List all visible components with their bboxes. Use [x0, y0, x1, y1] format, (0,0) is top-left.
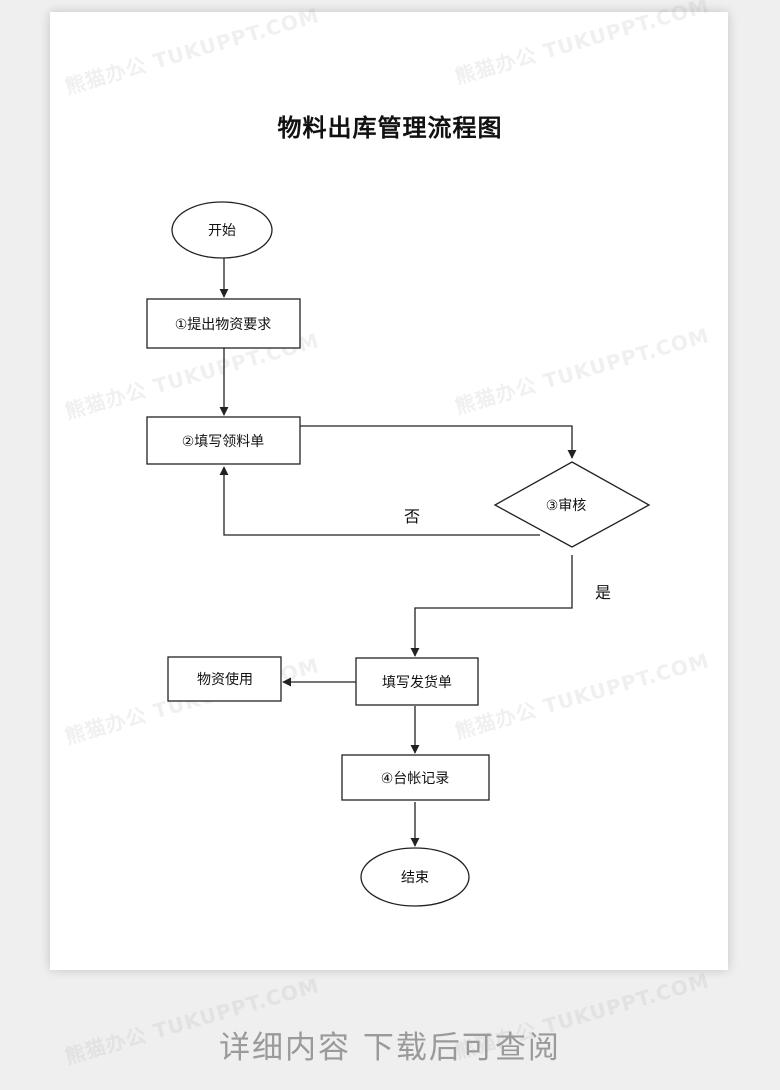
node-end-label: 结束: [401, 870, 429, 886]
node-start: [171, 201, 273, 259]
edge-review-no: [219, 466, 540, 536]
edge-review-yes: [410, 555, 573, 657]
node-step1-label: ①提出物资要求: [175, 317, 272, 333]
node-step4: [341, 754, 490, 801]
node-review-diamond: [493, 461, 651, 548]
footer-note: 详细内容 下载后可查阅: [219, 1030, 561, 1066]
node-issue: [355, 657, 479, 706]
edge-step2-to-review: [300, 425, 577, 459]
node-start-label: 开始: [208, 223, 236, 239]
node-use-label: 物资使用: [197, 671, 253, 688]
page-title: 物料出库管理流程图: [277, 114, 503, 142]
node-end: [360, 847, 470, 907]
edge-label-yes: 是: [595, 583, 611, 602]
edge-label-no: 否: [404, 507, 420, 526]
node-step4-label: ④台帐记录: [381, 771, 450, 787]
node-step2: [146, 416, 301, 465]
node-issue-label: 填写发货单: [382, 674, 452, 691]
node-use: [167, 656, 282, 702]
node-step2-label: ②填写领料单: [182, 434, 265, 450]
node-review-label: ③审核: [546, 498, 587, 514]
node-step1: [146, 298, 301, 349]
